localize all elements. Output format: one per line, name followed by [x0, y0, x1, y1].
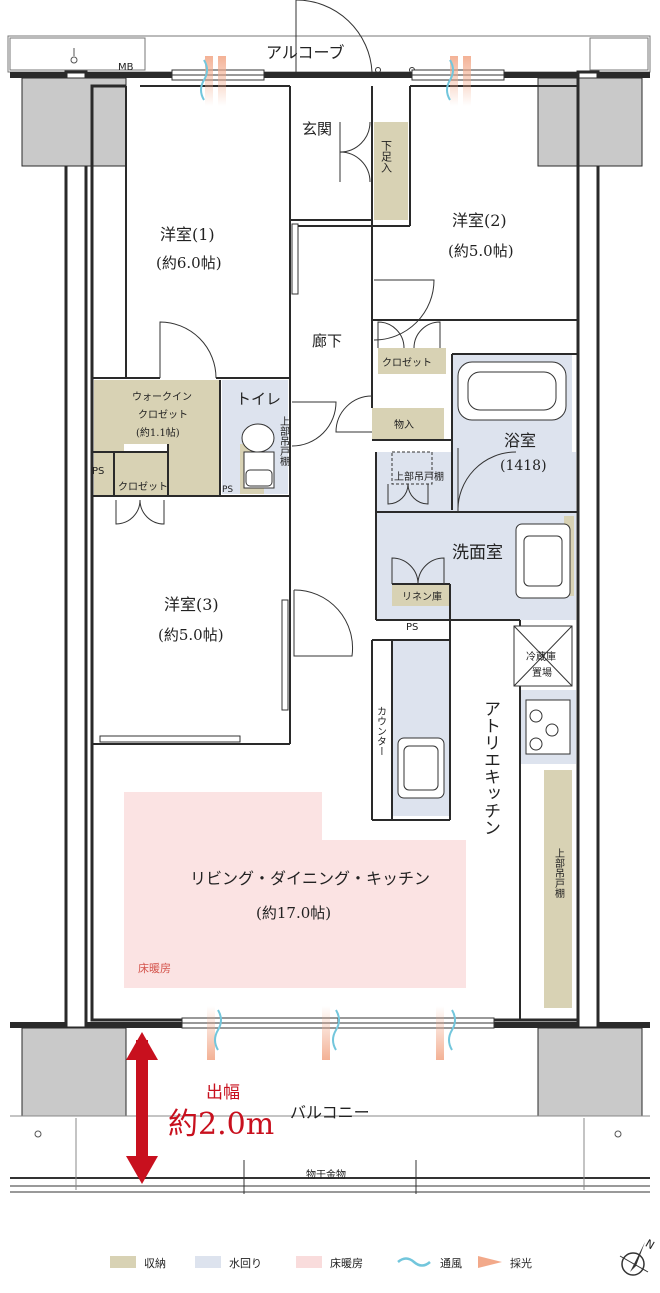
legend-swatch-ventilation	[397, 1257, 431, 1267]
walkin-line2: クロゼット	[138, 409, 188, 421]
counter-label: カウンター	[375, 706, 387, 756]
interior-walls	[92, 85, 578, 1020]
ldk-size: (約17.0帖)	[256, 904, 331, 922]
toilet-label: トイレ	[236, 390, 281, 408]
room3-name: 洋室(3)	[164, 595, 219, 614]
corridor-label: 廊下	[312, 332, 342, 350]
walkin-size: (約1.1帖)	[136, 426, 180, 439]
atelier-kitchen-label: アトリエキッチン	[480, 700, 500, 836]
ldk-name: リビング・ダイニング・キッチン	[190, 869, 430, 888]
alcove-label: アルコーブ	[266, 43, 345, 62]
legend-swatch-floor-heating	[296, 1256, 322, 1268]
room2-size: (約5.0帖)	[448, 242, 514, 260]
depth-value: 約2.0m	[168, 1107, 274, 1142]
compass-icon	[619, 1242, 649, 1276]
legend-label-light: 採光	[510, 1256, 532, 1270]
ps-left-label: PS	[92, 466, 104, 477]
walkin-line1: ウォークイン	[132, 391, 192, 403]
fridge-line1: 冷蔵庫	[526, 650, 556, 663]
fixtures	[241, 361, 573, 799]
door-swings	[115, 121, 517, 657]
room1-size: (約6.0帖)	[156, 254, 222, 272]
legend-label-water: 水回り	[229, 1257, 262, 1270]
fridge-line2: 置場	[532, 666, 552, 679]
ps-wash-label: PS	[406, 622, 418, 633]
legend-swatch-storage	[110, 1256, 136, 1268]
upper-shelf-wash-label: 上部吊戸棚	[394, 470, 444, 483]
sliding-doors	[99, 223, 299, 743]
storage-label: 物入	[394, 418, 414, 431]
bath-name: 浴室	[504, 431, 536, 450]
washroom-label: 洗面室	[452, 543, 503, 563]
depth-label: 出幅	[206, 1083, 240, 1103]
upper-shelf-toilet-label: 上部吊戸棚	[278, 416, 290, 467]
compass-north-label: N	[643, 1237, 657, 1252]
balcony-area	[10, 1032, 650, 1194]
mb-label: MB	[118, 62, 134, 73]
entrance-label: 玄関	[302, 120, 332, 138]
room3-size: (約5.0帖)	[158, 626, 224, 644]
drying-rack-label: 物干金物	[306, 1168, 346, 1181]
legend-swatch-light	[478, 1256, 502, 1268]
balcony-label: バルコニー	[290, 1103, 370, 1122]
legend: 収納 水回り 床暖房 通風 採光	[110, 1256, 532, 1270]
closet-right-label: クロゼット	[382, 357, 432, 369]
legend-label-floor-heating: 床暖房	[330, 1256, 363, 1270]
upper-shelf-kitchen-label: 上部吊戸棚	[553, 848, 565, 899]
room2-name: 洋室(2)	[452, 211, 507, 230]
legend-label-storage: 収納	[144, 1257, 166, 1270]
shoe-storage-label: 下足入	[380, 140, 393, 173]
legend-label-ventilation: 通風	[440, 1257, 462, 1270]
room1-name: 洋室(1)	[160, 225, 215, 244]
linen-label: リネン庫	[402, 590, 442, 603]
legend-swatch-water	[195, 1256, 221, 1268]
bath-size: (1418)	[500, 458, 547, 474]
closet-left-label: クロゼット	[118, 481, 168, 493]
floor-heating-label: 床暖房	[138, 961, 171, 975]
ps-small-label: PS	[222, 485, 233, 495]
room-labels: アルコーブ MB 玄関 下足入 洋室(1) (約6.0帖) 洋室(2) (約5.…	[92, 43, 657, 1252]
ventilation-light-markers	[200, 56, 471, 1060]
zone-fills	[94, 122, 576, 1008]
